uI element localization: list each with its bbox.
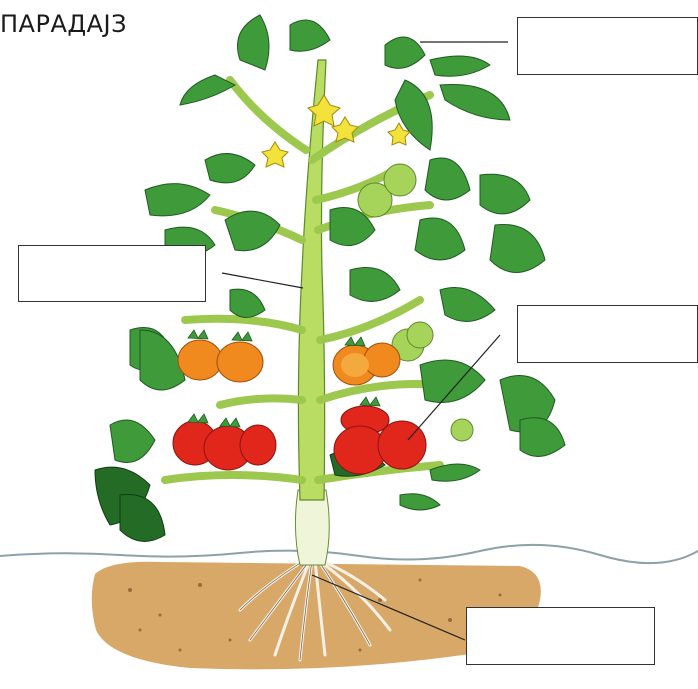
fruit-label-box[interactable] (517, 305, 698, 363)
stem-label-box[interactable] (18, 245, 206, 302)
leaf-label-box[interactable] (517, 17, 698, 75)
root-label-box[interactable] (466, 607, 655, 665)
stem-base (295, 490, 329, 565)
ground-line (0, 545, 698, 563)
main-stem (298, 60, 326, 500)
